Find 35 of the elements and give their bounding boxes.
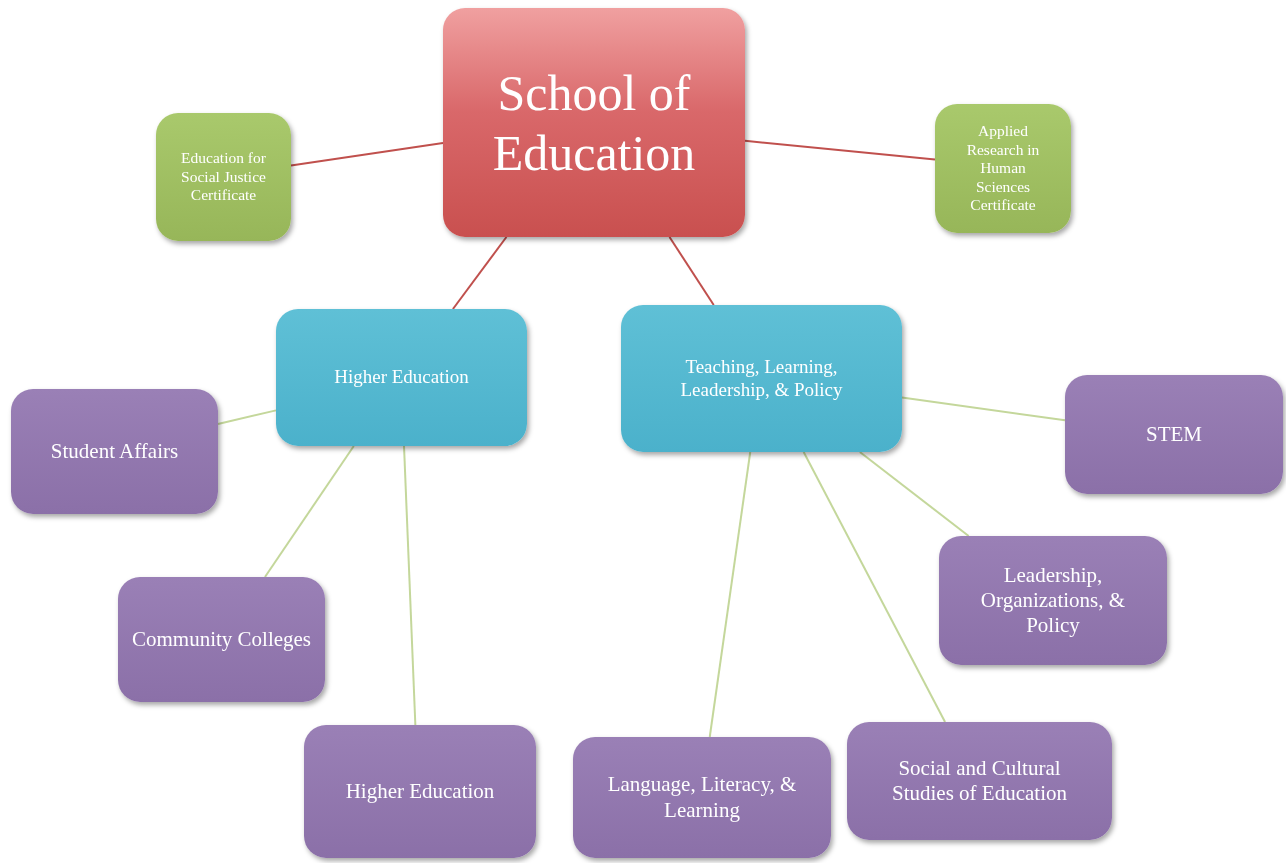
program-box bbox=[847, 722, 1112, 840]
connector-line bbox=[263, 445, 355, 578]
connector-line bbox=[802, 451, 947, 723]
program-box bbox=[573, 737, 831, 858]
root-box bbox=[443, 8, 745, 237]
program-box bbox=[118, 577, 325, 702]
node-label: Education for Social Justice Certificate bbox=[180, 149, 267, 205]
connector-line bbox=[708, 451, 752, 738]
node-label: Language, Literacy, & Learning bbox=[606, 772, 798, 823]
node-label: Leadership, Organizations, & Policy bbox=[979, 562, 1127, 639]
certificate-box bbox=[156, 113, 291, 241]
program-box bbox=[11, 389, 218, 514]
connector-line bbox=[858, 451, 970, 537]
node-label: STEM bbox=[1146, 421, 1202, 448]
connector-line bbox=[744, 139, 936, 161]
node-label: Higher Education bbox=[334, 366, 469, 389]
node-label: Student Affairs bbox=[50, 438, 179, 465]
node-label: Higher Education bbox=[345, 778, 495, 805]
node-label: Applied Research in Human Sciences Certificate bbox=[965, 122, 1041, 215]
connector-line bbox=[668, 236, 715, 306]
node-label: School of Education bbox=[491, 63, 697, 183]
department-box bbox=[621, 305, 902, 452]
program-box bbox=[939, 536, 1167, 665]
connector-line bbox=[217, 409, 277, 425]
department-box bbox=[276, 309, 527, 446]
program-box bbox=[304, 725, 536, 858]
certificate-box bbox=[935, 104, 1071, 233]
connector-line bbox=[451, 236, 508, 310]
connector-line bbox=[901, 396, 1066, 422]
node-label: Social and Cultural Studies of Education bbox=[891, 755, 1068, 807]
connector-line bbox=[403, 445, 417, 726]
node-label: Teaching, Learning, Leadership, & Policy bbox=[679, 355, 844, 402]
connector-line bbox=[290, 142, 444, 167]
node-label: Community Colleges bbox=[131, 626, 312, 653]
program-box bbox=[1065, 375, 1283, 494]
